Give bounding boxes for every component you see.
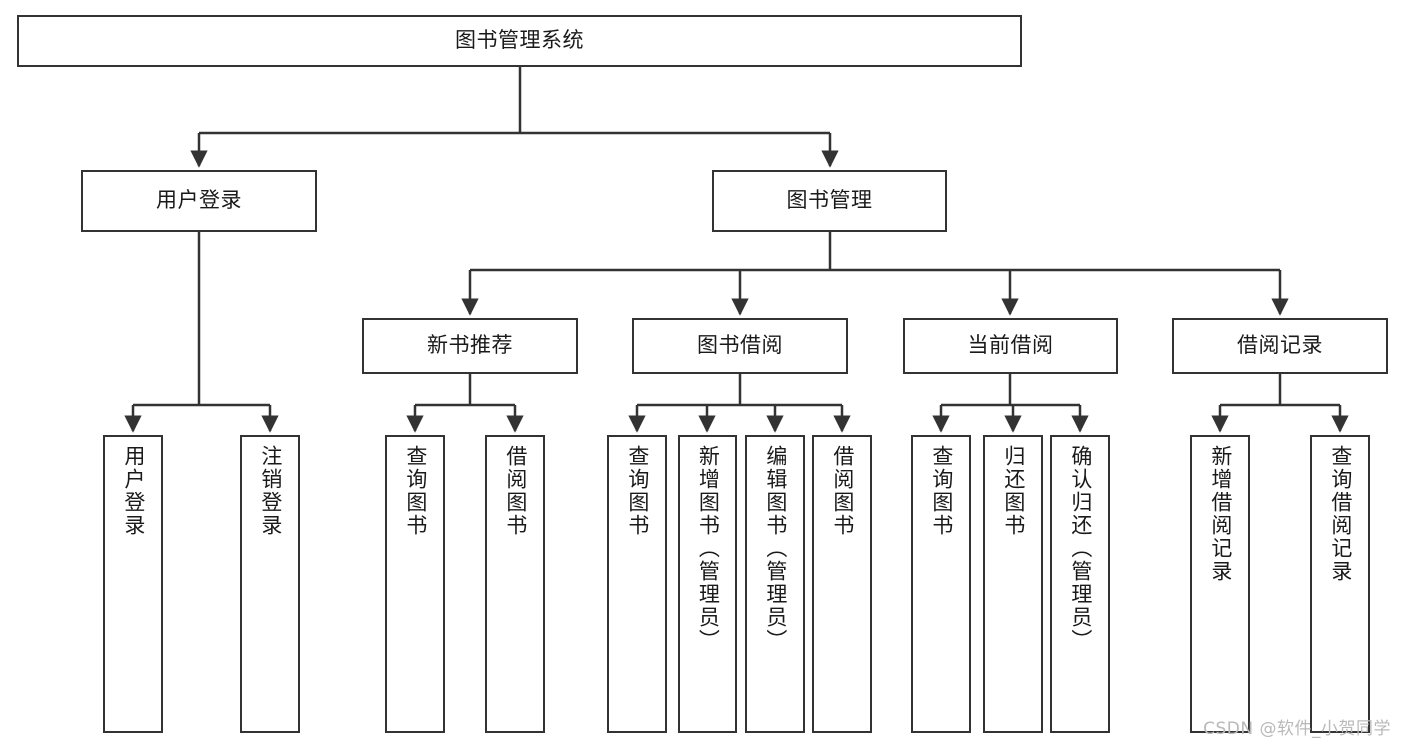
node-label: 当前借阅 bbox=[967, 333, 1054, 358]
node-leaf-add-borrow-record[interactable]: 新增借阅记录 bbox=[1190, 435, 1250, 733]
node-label: 查询借阅记录 bbox=[1328, 445, 1353, 583]
node-label: 用户登录 bbox=[121, 445, 146, 537]
node-leaf-borrow-book-recommend[interactable]: 借阅图书 bbox=[485, 435, 545, 733]
node-label: 图书管理 bbox=[786, 188, 873, 213]
node-book-management[interactable]: 图书管理 bbox=[712, 170, 947, 232]
node-new-book-recommend[interactable]: 新书推荐 bbox=[362, 318, 578, 374]
node-label: 确认归还（管理员） bbox=[1068, 445, 1093, 652]
node-leaf-query-borrow-record[interactable]: 查询借阅记录 bbox=[1310, 435, 1370, 733]
node-current-borrow[interactable]: 当前借阅 bbox=[903, 318, 1118, 374]
node-leaf-user-login[interactable]: 用户登录 bbox=[103, 435, 163, 733]
node-leaf-add-book[interactable]: 新增图书（管理员） bbox=[678, 435, 737, 733]
watermark-text: CSDN @软件_小贺同学 bbox=[1203, 719, 1391, 739]
node-label: 用户登录 bbox=[156, 188, 242, 213]
node-leaf-query-book-recommend[interactable]: 查询图书 bbox=[385, 435, 445, 733]
node-label: 注销登录 bbox=[258, 445, 283, 537]
node-user-login[interactable]: 用户登录 bbox=[81, 170, 317, 232]
node-label: 新增图书（管理员） bbox=[696, 445, 721, 652]
node-label: 借阅记录 bbox=[1237, 333, 1323, 358]
node-label: 归还图书 bbox=[1001, 445, 1026, 537]
node-label: 新增借阅记录 bbox=[1208, 445, 1233, 583]
node-leaf-confirm-return[interactable]: 确认归还（管理员） bbox=[1050, 435, 1110, 733]
node-leaf-query-book-borrow[interactable]: 查询图书 bbox=[607, 435, 667, 733]
node-label: 查询图书 bbox=[929, 445, 954, 537]
node-label: 查询图书 bbox=[625, 445, 650, 537]
node-book-borrow[interactable]: 图书借阅 bbox=[632, 318, 848, 374]
node-label: 图书借阅 bbox=[697, 333, 783, 358]
node-label: 查询图书 bbox=[403, 445, 428, 537]
node-root-book-management-system[interactable]: 图书管理系统 bbox=[17, 15, 1022, 67]
node-leaf-edit-book[interactable]: 编辑图书（管理员） bbox=[745, 435, 805, 733]
node-label: 借阅图书 bbox=[503, 445, 528, 537]
node-leaf-borrow-book[interactable]: 借阅图书 bbox=[812, 435, 872, 733]
node-label: 编辑图书（管理员） bbox=[763, 445, 788, 652]
node-leaf-return-book[interactable]: 归还图书 bbox=[983, 435, 1043, 733]
node-label: 图书管理系统 bbox=[455, 28, 584, 53]
node-leaf-query-book-current[interactable]: 查询图书 bbox=[911, 435, 971, 733]
node-label: 借阅图书 bbox=[830, 445, 855, 537]
node-label: 新书推荐 bbox=[427, 333, 513, 358]
node-borrow-record[interactable]: 借阅记录 bbox=[1172, 318, 1388, 374]
node-leaf-user-logout[interactable]: 注销登录 bbox=[240, 435, 300, 733]
